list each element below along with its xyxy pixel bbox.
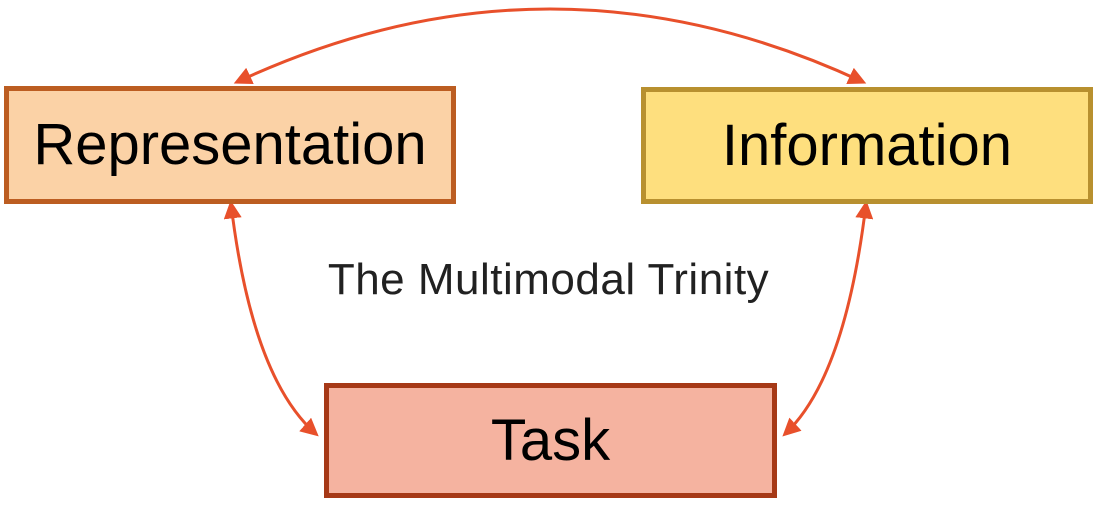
edge-representation-task — [223, 200, 319, 437]
node-representation: Representation — [4, 86, 456, 204]
node-information: Information — [641, 87, 1093, 204]
edge-information-task — [782, 200, 874, 437]
edge-representation-information — [233, 7, 867, 85]
node-task: Task — [324, 383, 777, 498]
node-task-label: Task — [490, 407, 611, 473]
node-representation-label: Representation — [33, 112, 427, 177]
node-information-label: Information — [721, 112, 1013, 178]
diagram-title: The Multimodal Trinity — [327, 255, 770, 304]
